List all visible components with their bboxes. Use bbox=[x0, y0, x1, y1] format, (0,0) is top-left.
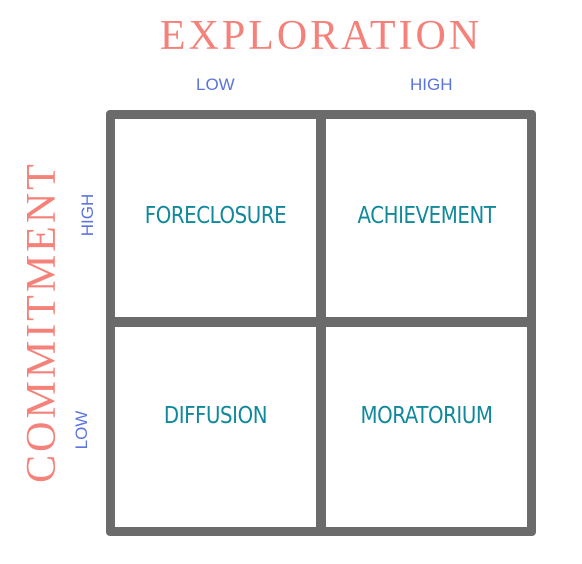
exploration-low-label: LOW bbox=[196, 75, 235, 94]
exploration-axis-title: EXPLORATION bbox=[159, 13, 483, 59]
quadrant-moratorium: MORATORIUM bbox=[360, 403, 493, 429]
quadrant-foreclosure: FORECLOSURE bbox=[144, 203, 287, 229]
commitment-high-label: HIGH bbox=[78, 193, 97, 237]
commitment-axis-title: COMMITMENT bbox=[19, 161, 65, 483]
exploration-high-label: HIGH bbox=[410, 75, 453, 94]
quadrant-achievement: ACHIEVEMENT bbox=[357, 203, 496, 229]
commitment-low-label: LOW bbox=[72, 410, 91, 450]
quadrant-diffusion: DIFFUSION bbox=[163, 403, 268, 429]
grid-horizontal-divider bbox=[106, 317, 536, 327]
